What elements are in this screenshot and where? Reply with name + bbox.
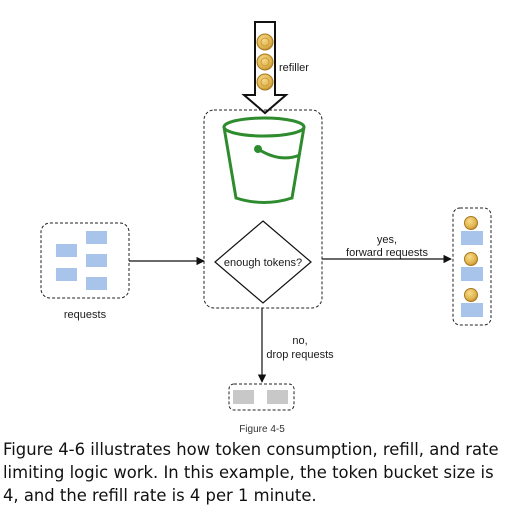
coin-icon (256, 73, 274, 91)
request-items (56, 231, 107, 290)
paragraph-line-2: limiting logic work. In this example, th… (3, 463, 494, 482)
request-block (86, 277, 107, 290)
dropped-box (228, 383, 295, 411)
forwarded-request-block (461, 267, 483, 281)
decision-diamond (214, 220, 312, 304)
token-bucket-diagram: refiller enough tokens? requests yes, fo… (40, 21, 492, 435)
dropped-request-block (233, 390, 254, 404)
request-block (86, 231, 107, 244)
paragraph-line-3: 4, and the refill rate is 4 per 1 minute… (3, 486, 317, 505)
requests-label: requests (64, 309, 107, 321)
forwarded-items (461, 216, 483, 317)
forwarded-request-block (461, 231, 483, 245)
yes-label: yes, (377, 234, 397, 246)
drop-requests-label: drop requests (266, 349, 334, 361)
figure-caption: Figure 4-5 (239, 424, 285, 435)
coin-icon (464, 216, 478, 230)
refiller-label: refiller (279, 62, 309, 74)
request-block (56, 268, 77, 281)
forward-requests-label: forward requests (346, 247, 428, 259)
coin-icon (256, 33, 274, 51)
no-label: no, (292, 335, 307, 347)
forwarded-box (452, 207, 492, 326)
coin-icon (464, 288, 478, 302)
body-paragraph: Figure 4-6 illustrates how token consump… (3, 438, 523, 507)
coin-icon (256, 53, 274, 71)
refiller-coins (256, 33, 274, 91)
requests-box (40, 222, 130, 299)
coin-icon (464, 252, 478, 266)
dropped-request-block (267, 390, 288, 404)
request-block (56, 244, 77, 257)
forwarded-request-block (461, 303, 483, 317)
request-block (86, 254, 107, 267)
paragraph-line-1: Figure 4-6 illustrates how token consump… (3, 440, 499, 459)
decision-label: enough tokens? (224, 257, 302, 269)
bucket-container (203, 109, 323, 309)
bucket-icon (222, 116, 306, 204)
